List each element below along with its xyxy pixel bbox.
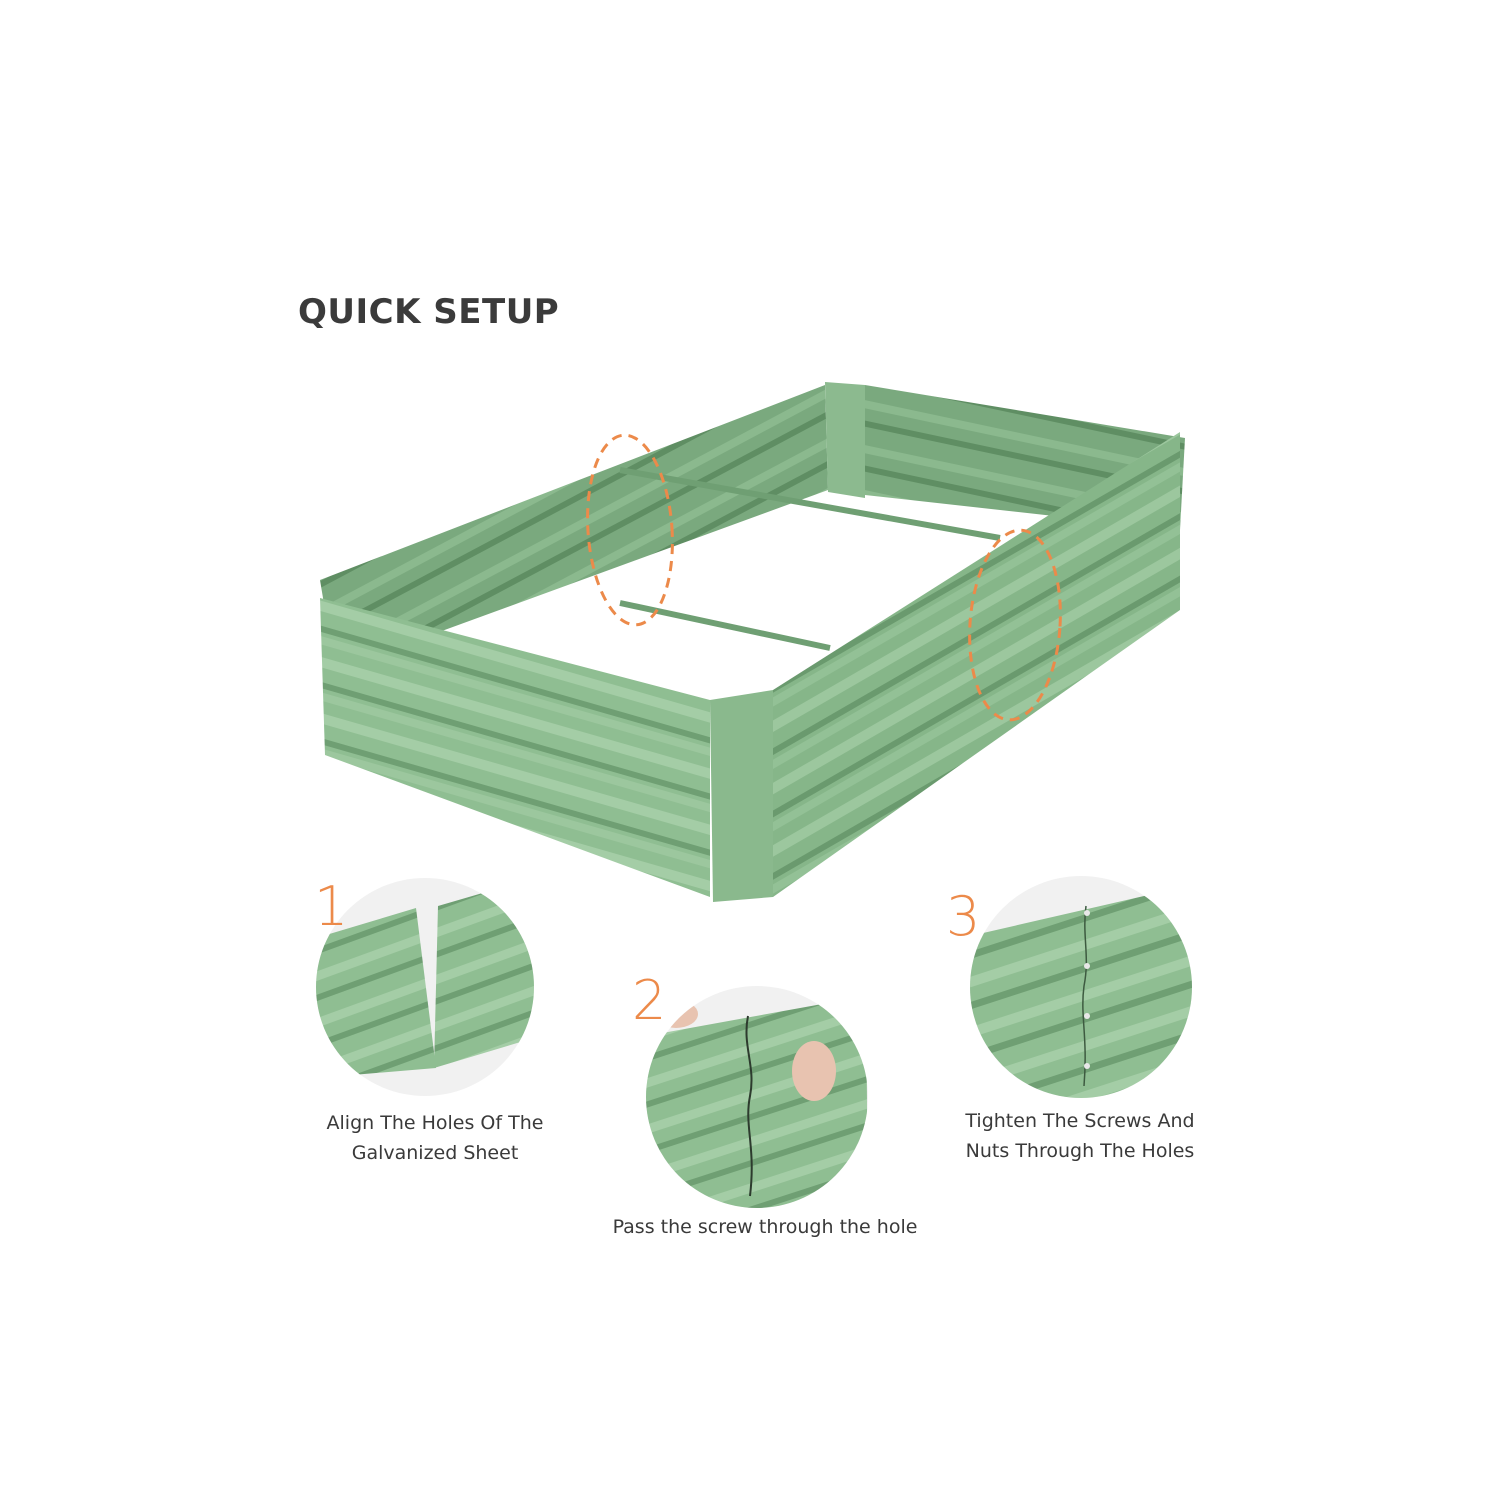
step-1-caption: Align The Holes Of The Galvanized Sheet <box>326 1112 544 1164</box>
step-2-caption: Pass the screw through the hole <box>612 1216 918 1238</box>
step-3-caption: Tighten The Screws And Nuts Through The … <box>965 1110 1195 1162</box>
step-2: 2 Pass the screw through the hole <box>600 960 930 1250</box>
step-1-image <box>316 878 534 1096</box>
step-1: 1 Align The Holes Of The Galvanized Shee… <box>300 870 560 1170</box>
step-3-image <box>970 876 1192 1098</box>
step-2-image <box>646 986 868 1208</box>
step-3-number: 3 <box>946 885 981 948</box>
step-3: 3 Tighten The Screws And Nuts Through Th… <box>940 870 1210 1170</box>
page-title: QUICK SETUP <box>298 292 560 332</box>
garden-bed-illustration <box>320 382 1185 902</box>
step-1-number: 1 <box>314 875 349 938</box>
step-2-number: 2 <box>632 969 667 1032</box>
